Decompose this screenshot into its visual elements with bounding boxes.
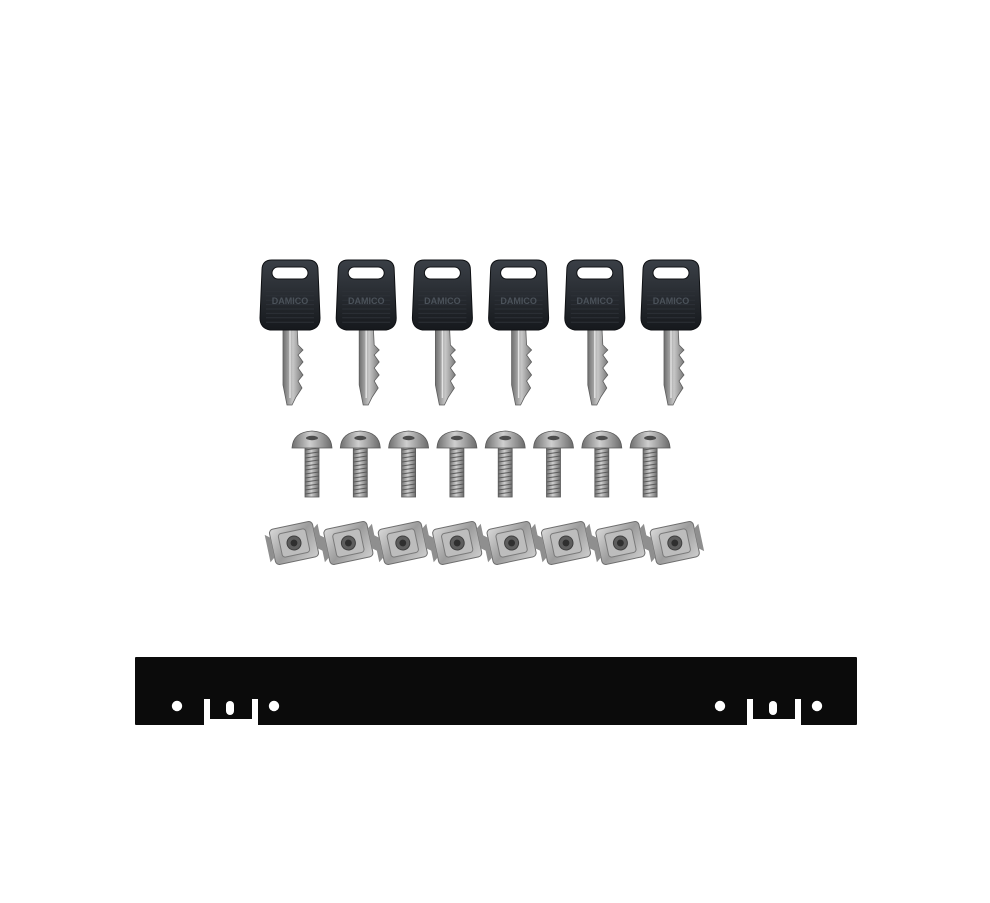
key: DAMICO (335, 259, 397, 406)
key: DAMICO (411, 259, 473, 406)
key-brand-label: DAMICO (500, 296, 537, 306)
bar-hole-group (714, 699, 823, 725)
screw (436, 430, 478, 498)
key-row: DAMICO DAMICO DAMICO DAMICO DAMICO DAMICO (259, 259, 702, 406)
mounting-bar (135, 657, 857, 725)
key: DAMICO (259, 259, 321, 406)
key-brand-label: DAMICO (577, 296, 614, 306)
cage-nut (427, 521, 487, 565)
cage-nut (373, 521, 433, 565)
screw (291, 430, 333, 498)
key: DAMICO (488, 259, 550, 406)
cage-nut (645, 521, 705, 565)
screw (484, 430, 526, 498)
key-brand-label: DAMICO (272, 296, 309, 306)
screw (533, 430, 574, 498)
screw (339, 430, 381, 498)
key-brand-label: DAMICO (348, 296, 385, 306)
bar-hole-group (171, 699, 280, 725)
cage-nut (591, 521, 650, 565)
key-brand-label: DAMICO (653, 296, 690, 306)
screw-row (291, 430, 671, 498)
key: DAMICO (640, 259, 702, 406)
cage-nut-row (264, 521, 705, 565)
cage-nut (482, 521, 541, 565)
screw (388, 430, 430, 498)
key-brand-label: DAMICO (424, 296, 461, 306)
cage-nut (264, 521, 324, 565)
screw (581, 430, 623, 498)
cage-nut (536, 521, 596, 565)
cage-nut (319, 521, 378, 565)
screw (629, 430, 671, 498)
key: DAMICO (564, 259, 626, 406)
